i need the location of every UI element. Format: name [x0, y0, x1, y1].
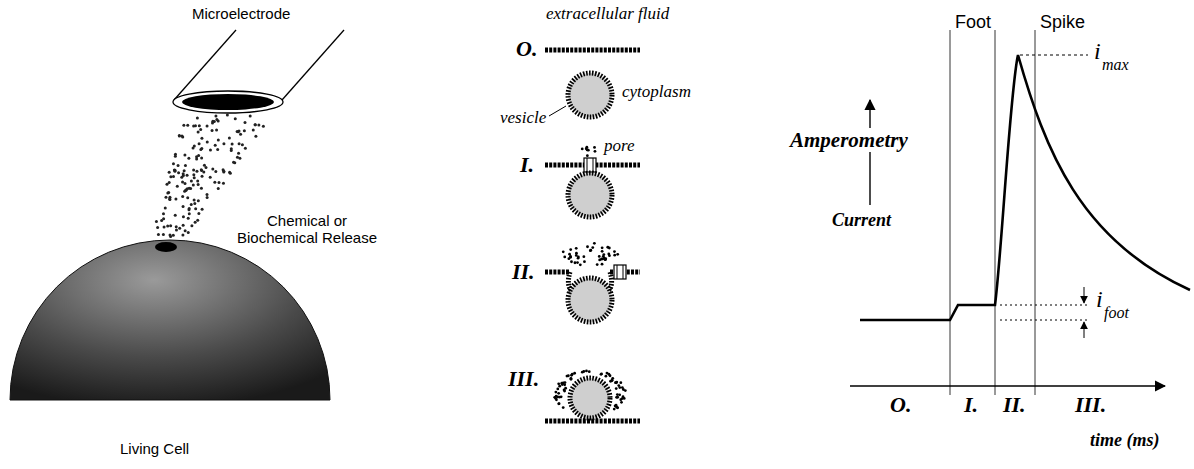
microelectrode: [173, 30, 344, 113]
released-molecules: [553, 146, 626, 411]
axis-label: Current: [832, 210, 891, 231]
electrode-label: Microelectrode: [192, 5, 290, 22]
stage-label: O.: [516, 36, 537, 61]
exocytosis-stages: [545, 50, 640, 421]
stage-label: III.: [508, 366, 539, 391]
current-symbol: i: [1094, 38, 1101, 66]
region-label: cytoplasm: [622, 82, 691, 102]
stage-label: II.: [512, 259, 535, 284]
part-label: vesicle: [500, 108, 546, 128]
axis-label: time (ms): [1090, 430, 1160, 451]
stage-label: III.: [1075, 392, 1106, 417]
amperometry-trace: [850, 30, 1190, 395]
axis-title: Amperometry: [788, 128, 910, 152]
cell-label: Living Cell: [120, 440, 189, 457]
stage-label: I.: [520, 152, 534, 177]
phase-label: Spike: [1040, 12, 1085, 33]
phase-label: Foot: [955, 12, 991, 33]
living-cell: [10, 240, 330, 400]
current-subscript: foot: [1104, 304, 1129, 322]
stage-label: I.: [964, 392, 978, 417]
release-dots: [155, 114, 265, 239]
region-label: extracellular fluid: [546, 4, 669, 24]
release-label: Chemical or Biochemical Release: [232, 212, 382, 247]
stage-label: II.: [1003, 392, 1026, 417]
part-label: pore: [604, 136, 635, 156]
current-subscript: max: [1102, 56, 1129, 74]
current-symbol: i: [1096, 286, 1103, 314]
stage-label: O.: [890, 392, 911, 417]
